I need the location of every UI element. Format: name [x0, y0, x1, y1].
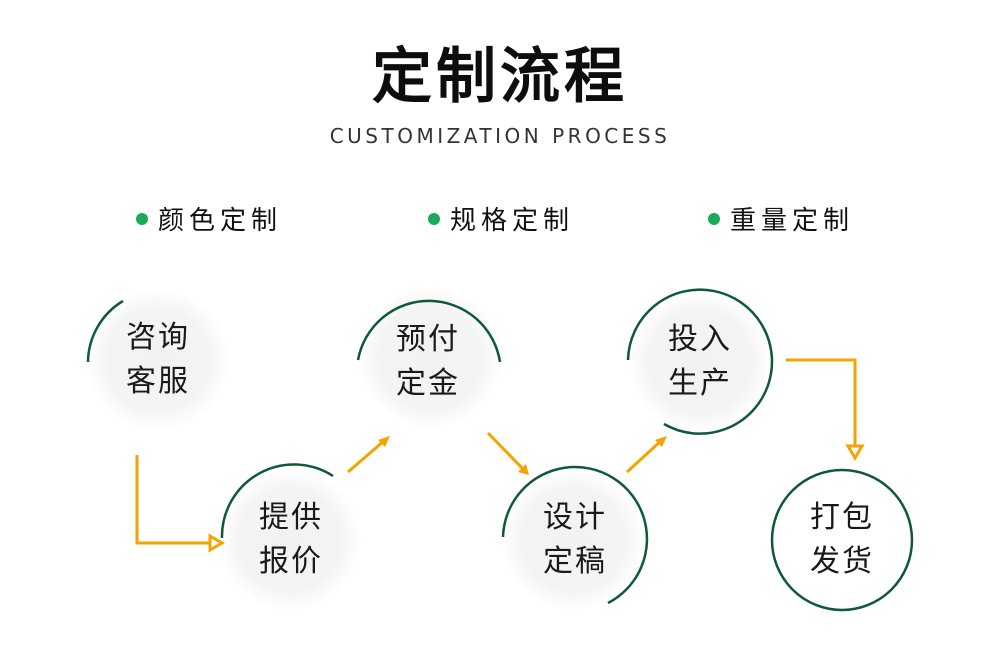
step-circle-bg [86, 288, 230, 432]
step-deposit: 预付 定金 [368, 318, 488, 406]
step-line: 生产 [668, 366, 732, 401]
step-circle [770, 468, 914, 612]
step-line: 客服 [126, 364, 190, 399]
tag-label: 重量定制 [730, 206, 855, 236]
arrow-head-icon [208, 533, 225, 553]
step-circle-bg [772, 470, 912, 610]
tag-label: 规格定制 [450, 206, 575, 236]
step-line: 定金 [396, 366, 460, 401]
arrow-head-icon [845, 444, 865, 461]
bullet-dot-icon [428, 212, 440, 225]
page-subtitle: CUSTOMIZATION PROCESS [329, 124, 671, 148]
step-arc [501, 465, 649, 605]
arrow-connector [135, 455, 212, 545]
step-line: 预付 [396, 322, 460, 357]
tag-color-custom: 颜色定制 [136, 200, 282, 237]
step-arc [86, 299, 124, 363]
step-line: 提供 [259, 500, 323, 535]
step-consult: 咨询 客服 [98, 316, 218, 404]
step-line: 投入 [668, 322, 732, 357]
step-line: 打包 [810, 500, 874, 535]
step-circle-bg [358, 286, 502, 430]
tag-label: 颜色定制 [158, 206, 283, 236]
step-circle-bg [218, 468, 362, 612]
step-circle-bg [628, 290, 772, 434]
step-line: 发货 [810, 544, 874, 579]
arrow-connector [625, 438, 664, 474]
arrow-head-icon [518, 464, 529, 475]
step-production: 投入 生产 [640, 318, 760, 406]
step-arc [356, 299, 502, 363]
arrow-connector [786, 358, 857, 448]
step-design: 设计 定稿 [515, 496, 635, 584]
bullet-dot-icon [136, 212, 148, 225]
step-shipping: 打包 发货 [782, 496, 902, 584]
step-line: 咨询 [126, 320, 190, 355]
bullet-dot-icon [708, 212, 720, 225]
step-line: 设计 [543, 500, 607, 535]
step-arc [626, 288, 774, 435]
arrow-connector [486, 431, 526, 472]
arrow-connector [347, 438, 386, 474]
step-line: 报价 [259, 544, 323, 579]
page-title: 定制流程 [372, 42, 628, 112]
tag-weight-custom: 重量定制 [708, 200, 854, 237]
step-line: 定稿 [543, 544, 607, 579]
step-arc [220, 463, 334, 539]
tag-size-custom: 规格定制 [428, 200, 574, 237]
step-circle-bg [501, 468, 645, 612]
arrow-head-icon [378, 436, 390, 447]
step-quote: 提供 报价 [231, 496, 351, 584]
arrow-head-icon [655, 436, 667, 447]
